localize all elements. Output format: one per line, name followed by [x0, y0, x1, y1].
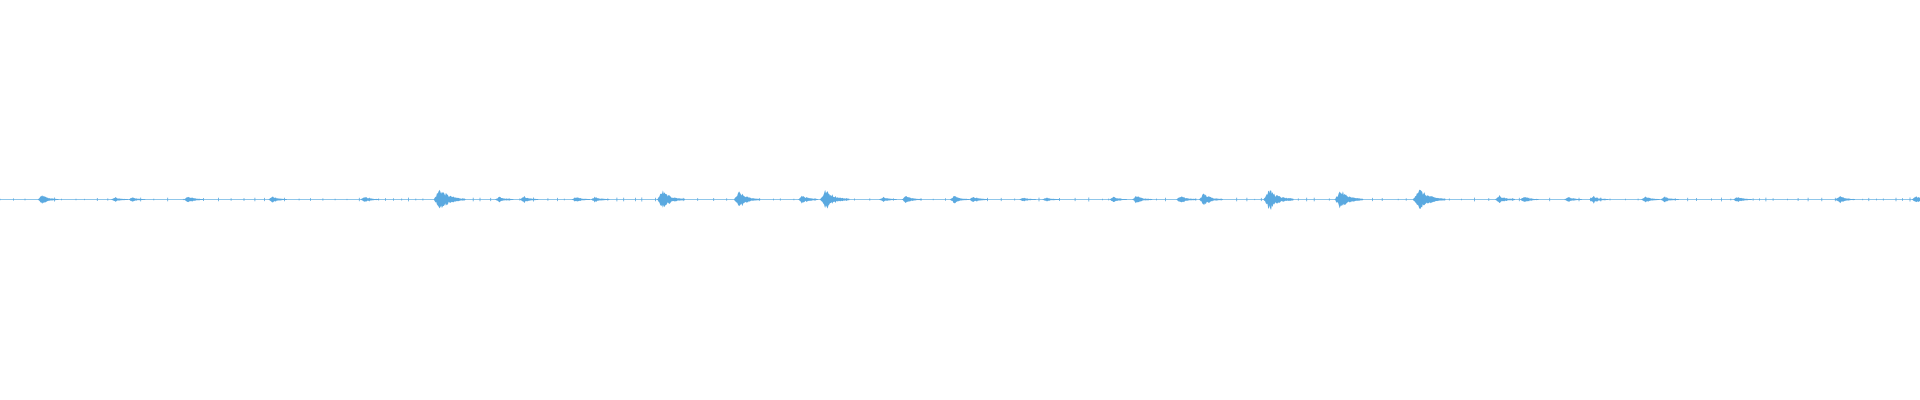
waveform-burst-shape	[1641, 196, 1660, 203]
waveform-burst-shape	[1660, 196, 1679, 203]
waveform-burst	[1660, 196, 1679, 203]
waveform-burst	[901, 196, 922, 204]
waveform-burst-shape	[571, 197, 591, 202]
waveform-burst	[571, 197, 591, 202]
waveform-burst-shape	[1911, 196, 1920, 203]
waveform-burst	[656, 190, 685, 208]
waveform-burst	[519, 195, 539, 204]
waveform-burst	[1109, 196, 1128, 203]
waveform-burst-shape	[949, 196, 970, 204]
waveform-burst	[878, 196, 897, 203]
waveform-burst	[969, 196, 988, 202]
waveform-burst	[37, 195, 59, 204]
waveform-burst-shape	[969, 196, 988, 202]
waveform-burst-shape	[1412, 189, 1446, 210]
waveform-burst	[1334, 191, 1364, 209]
waveform-burst	[1564, 197, 1583, 202]
waveform-burst-shape	[128, 197, 146, 202]
waveform-burst-shape	[183, 196, 203, 203]
waveform-burst-shape	[1109, 196, 1128, 203]
waveform-burst-shape	[590, 196, 610, 203]
waveform-burst-shape	[1564, 197, 1583, 202]
waveform-burst	[1412, 189, 1446, 210]
waveform-burst-shape	[494, 196, 514, 203]
waveform-burst	[1132, 195, 1153, 204]
waveform-burst	[819, 189, 850, 209]
waveform-burst	[1733, 197, 1752, 202]
waveform-burst-shape	[901, 196, 922, 204]
waveform-burst	[949, 196, 970, 204]
waveform-burst-shape	[656, 190, 685, 208]
waveform-burst-shape	[1589, 195, 1609, 204]
waveform-burst-shape	[360, 196, 379, 202]
waveform-burst-shape	[1520, 197, 1539, 202]
waveform-burst	[1495, 194, 1515, 204]
waveform-burst-shape	[819, 189, 850, 209]
waveform-burst	[1911, 196, 1920, 203]
waveform-burst-shape	[878, 196, 897, 203]
waveform-burst	[1042, 197, 1060, 202]
waveform-burst	[268, 196, 287, 203]
waveform-burst-shape	[519, 195, 539, 204]
waveform-noise	[0, 197, 1911, 202]
waveform-burst-shape	[1263, 190, 1294, 210]
waveform-burst-shape	[1334, 191, 1364, 209]
waveform-burst	[128, 197, 146, 202]
waveform-burst	[1263, 190, 1294, 210]
waveform-burst-shape	[1495, 194, 1515, 204]
waveform-burst-shape	[1733, 197, 1752, 202]
waveform-burst	[798, 195, 819, 204]
waveform-burst-shape	[37, 195, 59, 204]
waveform-burst	[360, 196, 379, 202]
waveform-burst	[1520, 197, 1539, 202]
waveform-burst-shape	[433, 189, 466, 209]
waveform-burst	[1641, 196, 1660, 203]
waveform-burst-shape	[1132, 195, 1153, 204]
waveform-burst	[494, 196, 514, 203]
waveform-burst	[590, 196, 610, 203]
waveform-burst-shape	[798, 195, 819, 204]
waveform-burst	[1589, 195, 1609, 204]
waveform-burst-shape	[268, 196, 287, 203]
waveform-burst-shape	[1835, 196, 1855, 204]
waveform-burst	[1835, 196, 1855, 204]
waveform-burst	[183, 196, 203, 203]
waveform-burst	[433, 189, 466, 209]
waveform-burst-shape	[1042, 197, 1060, 202]
